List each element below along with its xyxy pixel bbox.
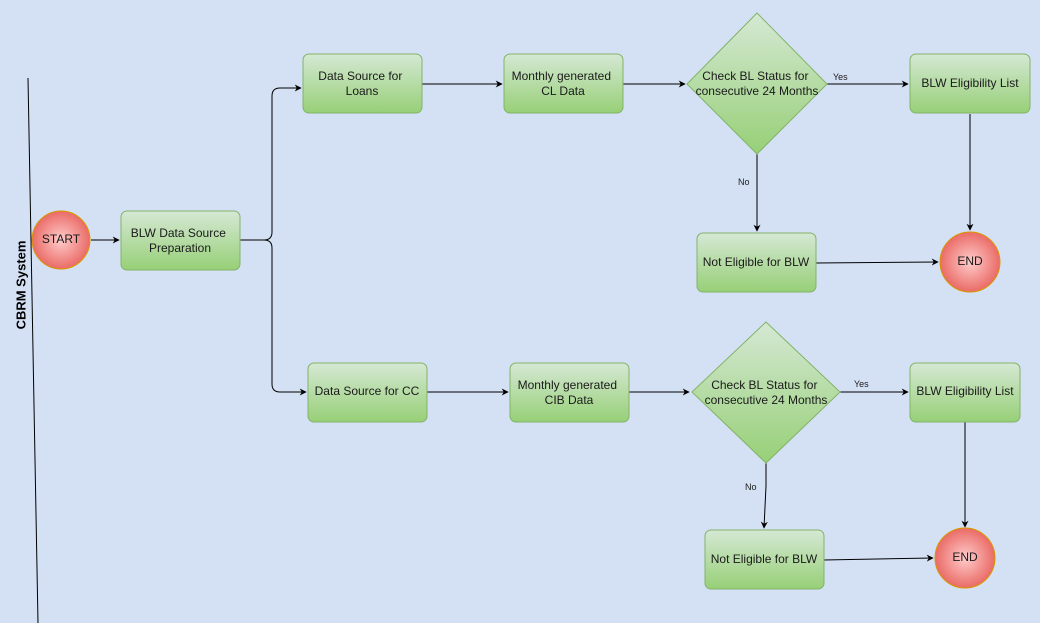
edge-label-no-bottom: No	[745, 482, 757, 492]
end-node-bottom[interactable]: END	[934, 527, 996, 589]
check-status-top-label: Check BL Status for consecutive 24 Month…	[696, 69, 819, 98]
check-status-bottom-label: Check BL Status for consecutive 24 Month…	[705, 378, 828, 407]
cl-data-box[interactable]: Monthly generated CL Data	[503, 53, 624, 114]
edges	[91, 80, 974, 562]
edge-notelig-bottom-to-end	[823, 554, 934, 562]
edge-notelig-top-to-end	[815, 258, 939, 266]
not-eligible-bottom-box[interactable]: Not Eligible for BLW	[704, 529, 825, 590]
end-node-top[interactable]: END	[939, 231, 1001, 293]
edge-check-bottom-no	[760, 463, 768, 529]
loans-source-box[interactable]: Data Source for Loans	[302, 53, 423, 114]
cc-source-label: Data Source for CC	[315, 384, 420, 398]
lane-label: CBRM System	[13, 241, 28, 330]
edge-label-yes-top: Yes	[833, 72, 848, 82]
eligibility-list-top-box[interactable]: BLW Eligibility List	[909, 53, 1031, 114]
cib-data-label: Monthly generated CIB Data	[518, 378, 621, 407]
eligibility-list-top-label: BLW Eligibility List	[921, 76, 1019, 90]
cc-source-box[interactable]: Data Source for CC	[307, 362, 428, 423]
eligibility-list-bottom-box[interactable]: BLW Eligibility List	[909, 362, 1021, 423]
start-node[interactable]: START	[31, 210, 91, 270]
end-label-bottom: END	[952, 550, 978, 564]
prep-label: BLW Data Source Preparation	[131, 226, 230, 255]
check-status-top-diamond[interactable]: Check BL Status for consecutive 24 Month…	[686, 12, 828, 155]
not-eligible-bottom-label: Not Eligible for BLW	[711, 552, 818, 566]
loans-source-label: Data Source for Loans	[318, 69, 405, 98]
not-eligible-top-box[interactable]: Not Eligible for BLW	[696, 232, 817, 293]
eligibility-list-bottom-label: BLW Eligibility List	[916, 384, 1014, 398]
end-label-top: END	[957, 254, 983, 268]
edge-label-yes-bottom: Yes	[854, 379, 869, 389]
cl-data-label: Monthly generated CL Data	[512, 69, 615, 98]
edge-prep-to-cc	[240, 239, 307, 396]
prep-box[interactable]: BLW Data Source Preparation	[120, 210, 241, 271]
check-status-bottom-diamond[interactable]: Check BL Status for consecutive 24 Month…	[691, 321, 841, 464]
edge-label-no-top: No	[738, 177, 750, 187]
edge-prep-to-loans	[240, 84, 302, 241]
start-label: START	[42, 232, 81, 246]
not-eligible-top-label: Not Eligible for BLW	[703, 255, 810, 269]
lane-divider	[27, 77, 39, 623]
cib-data-box[interactable]: Monthly generated CIB Data	[509, 362, 630, 423]
